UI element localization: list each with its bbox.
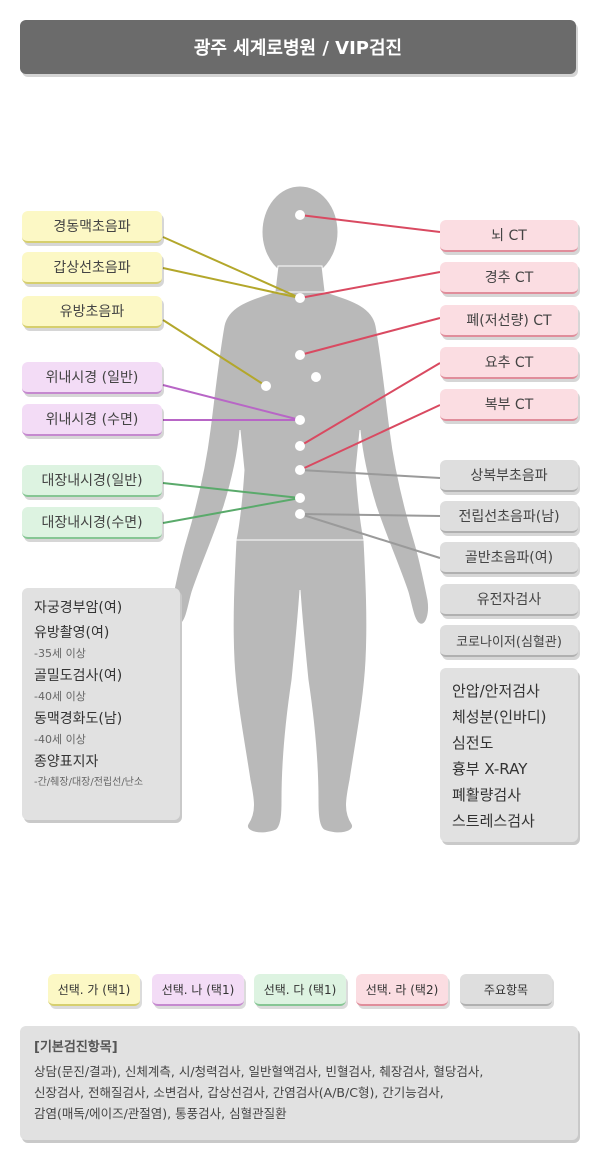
line-cervical-ct xyxy=(299,271,441,299)
line-upper-abdomen-us xyxy=(299,469,441,479)
line-abdomen-ct xyxy=(299,404,441,471)
line-thyroid xyxy=(162,267,301,299)
legend-label: 선택. 다 (택1) xyxy=(263,982,337,997)
line-brain-ct xyxy=(299,214,441,233)
basic-checkup-line: 감염(매독/에이즈/관절염), 통풍검사, 심혈관질환 xyxy=(34,1106,287,1121)
panel-item: 안압/안저검사 xyxy=(452,682,540,700)
legend-label: 선택. 라 (택2) xyxy=(365,982,439,997)
line-gastro-normal xyxy=(162,384,301,421)
panel-item: 심전도 xyxy=(452,734,494,752)
basic-checkup-body: 상담(문진/결과), 신체계측, 시/청력검사, 일반혈액검사, 빈혈검사, 췌… xyxy=(34,1061,564,1124)
line-colon-sleep xyxy=(162,497,301,524)
dot-breast-right xyxy=(311,372,321,382)
tag-label: 경추 CT xyxy=(484,270,534,286)
tag-cervical-ct[interactable]: 경추 CT xyxy=(440,262,578,294)
tag-lumbar-ct[interactable]: 요추 CT xyxy=(440,347,578,379)
legend-choice-a: 선택. 가 (택1) xyxy=(48,974,140,1006)
tag-breast-ultrasound[interactable]: 유방초음파 xyxy=(22,296,162,328)
tag-label: 유전자검사 xyxy=(476,592,542,608)
dot-neck xyxy=(295,293,305,303)
tag-gastroscopy-normal[interactable]: 위내시경 (일반) xyxy=(22,362,162,394)
left-info-panel: 자궁경부암(여) 유방촬영(여) -35세 이상 골밀도검사(여) -40세 이… xyxy=(22,588,180,820)
tag-label: 대장내시경(수면) xyxy=(41,515,143,531)
tag-label: 요추 CT xyxy=(484,355,534,371)
panel-item: 흉부 X-RAY xyxy=(452,760,528,778)
tag-label: 경동맥초음파 xyxy=(53,219,131,235)
basic-checkup-line: 상담(문진/결과), 신체계측, 시/청력검사, 일반혈액검사, 빈혈검사, 췌… xyxy=(34,1064,484,1079)
tag-gastroscopy-sleep[interactable]: 위내시경 (수면) xyxy=(22,404,162,436)
panel-item: 폐활량검사 xyxy=(452,786,522,804)
panel-item-sub: -간/췌장/대장/전립선/난소 xyxy=(34,777,144,788)
legend-choice-c: 선택. 다 (택1) xyxy=(254,974,346,1006)
line-lumbar-ct xyxy=(299,362,441,447)
page-title: 광주 세계로병원 / VIP검진 xyxy=(20,20,576,74)
basic-checkup-heading: [기본검진항목] xyxy=(34,1040,118,1055)
tag-prostate-ultrasound[interactable]: 전립선초음파(남) xyxy=(440,501,578,533)
legend-choice-b: 선택. 나 (택1) xyxy=(152,974,244,1006)
tag-brain-ct[interactable]: 뇌 CT xyxy=(440,220,578,252)
connectors xyxy=(162,214,441,559)
dot-chest xyxy=(295,350,305,360)
dot-brain xyxy=(295,210,305,220)
panel-item: 체성분(인바디) xyxy=(452,708,547,726)
line-lung-ct xyxy=(299,317,441,356)
tag-lung-ct[interactable]: 폐(저선량) CT xyxy=(440,305,578,337)
tag-label: 골반초음파(여) xyxy=(464,550,554,566)
legend-label: 선택. 나 (택1) xyxy=(161,982,235,997)
panel-item-main: 유방촬영(여) xyxy=(34,625,110,641)
tag-thyroid-ultrasound[interactable]: 갑상선초음파 xyxy=(22,252,162,284)
head-shape xyxy=(261,185,339,279)
anchor-dots xyxy=(261,210,321,519)
basic-checkup-line: 신장검사, 전해질검사, 소변검사, 갑상선검사, 간염검사(A/B/C형), … xyxy=(34,1085,444,1100)
page-title-text: 광주 세계로병원 / VIP검진 xyxy=(193,38,403,59)
tag-label: 위내시경 (수면) xyxy=(45,412,139,428)
legend-label: 선택. 가 (택1) xyxy=(57,982,131,997)
dot-lumbar xyxy=(295,441,305,451)
panel-item-main: 종양표지자 xyxy=(34,754,99,770)
tag-colonoscopy-normal[interactable]: 대장내시경(일반) xyxy=(22,465,162,497)
body-silhouette xyxy=(171,185,429,834)
line-pelvic-us xyxy=(299,513,441,559)
panel-item: 스트레스검사 xyxy=(452,812,535,830)
tag-label: 상복부초음파 xyxy=(470,468,548,484)
tag-label: 대장내시경(일반) xyxy=(41,473,143,489)
panel-item-main: 동맥경화도(남) xyxy=(34,711,123,727)
tag-coronary-calcium[interactable]: 코로나이저(심혈관) xyxy=(440,625,578,657)
tag-label: 코로나이저(심혈관) xyxy=(456,634,562,650)
tag-label: 뇌 CT xyxy=(491,228,527,244)
dot-stomach xyxy=(295,415,305,425)
tag-genetic-test[interactable]: 유전자검사 xyxy=(440,584,578,616)
tag-label: 위내시경 (일반) xyxy=(45,370,139,386)
tag-abdomen-ct[interactable]: 복부 CT xyxy=(440,389,578,421)
panel-item-main: 골밀도검사(여) xyxy=(34,668,123,684)
tag-colonoscopy-sleep[interactable]: 대장내시경(수면) xyxy=(22,507,162,539)
tag-carotid-ultrasound[interactable]: 경동맥초음파 xyxy=(22,211,162,243)
tag-label: 유방초음파 xyxy=(59,304,125,320)
right-info-panel: 안압/안저검사 체성분(인바디) 심전도 흉부 X-RAY 폐활량검사 스트레스… xyxy=(440,668,578,842)
line-breast xyxy=(162,319,267,387)
panel-item-sub: -40세 이상 xyxy=(34,733,86,746)
legend-label: 주요항목 xyxy=(483,982,529,997)
legs-shape xyxy=(232,539,368,834)
line-prostate-us xyxy=(299,513,441,517)
tag-pelvic-ultrasound[interactable]: 골반초음파(여) xyxy=(440,542,578,574)
dot-abdomen xyxy=(295,465,305,475)
dot-breast-left xyxy=(261,381,271,391)
panel-item-sub: -35세 이상 xyxy=(34,647,86,660)
dot-colon xyxy=(295,493,305,503)
line-colon-normal xyxy=(162,482,301,499)
line-carotid xyxy=(162,236,301,299)
panel-item-main: 자궁경부암(여) xyxy=(34,600,123,616)
tag-label: 갑상선초음파 xyxy=(53,260,131,276)
dot-pelvis xyxy=(295,509,305,519)
tag-label: 전립선초음파(남) xyxy=(458,509,560,525)
legend-main-items: 주요항목 xyxy=(460,974,552,1006)
tag-label: 폐(저선량) CT xyxy=(466,313,552,329)
panel-item-sub: -40세 이상 xyxy=(34,690,86,703)
tag-upper-abdomen-ultrasound[interactable]: 상복부초음파 xyxy=(440,460,578,492)
tag-label: 복부 CT xyxy=(484,397,534,413)
legend-choice-d: 선택. 라 (택2) xyxy=(356,974,448,1006)
basic-checkup-panel: [기본검진항목] 상담(문진/결과), 신체계측, 시/청력검사, 일반혈액검사… xyxy=(20,1026,578,1140)
